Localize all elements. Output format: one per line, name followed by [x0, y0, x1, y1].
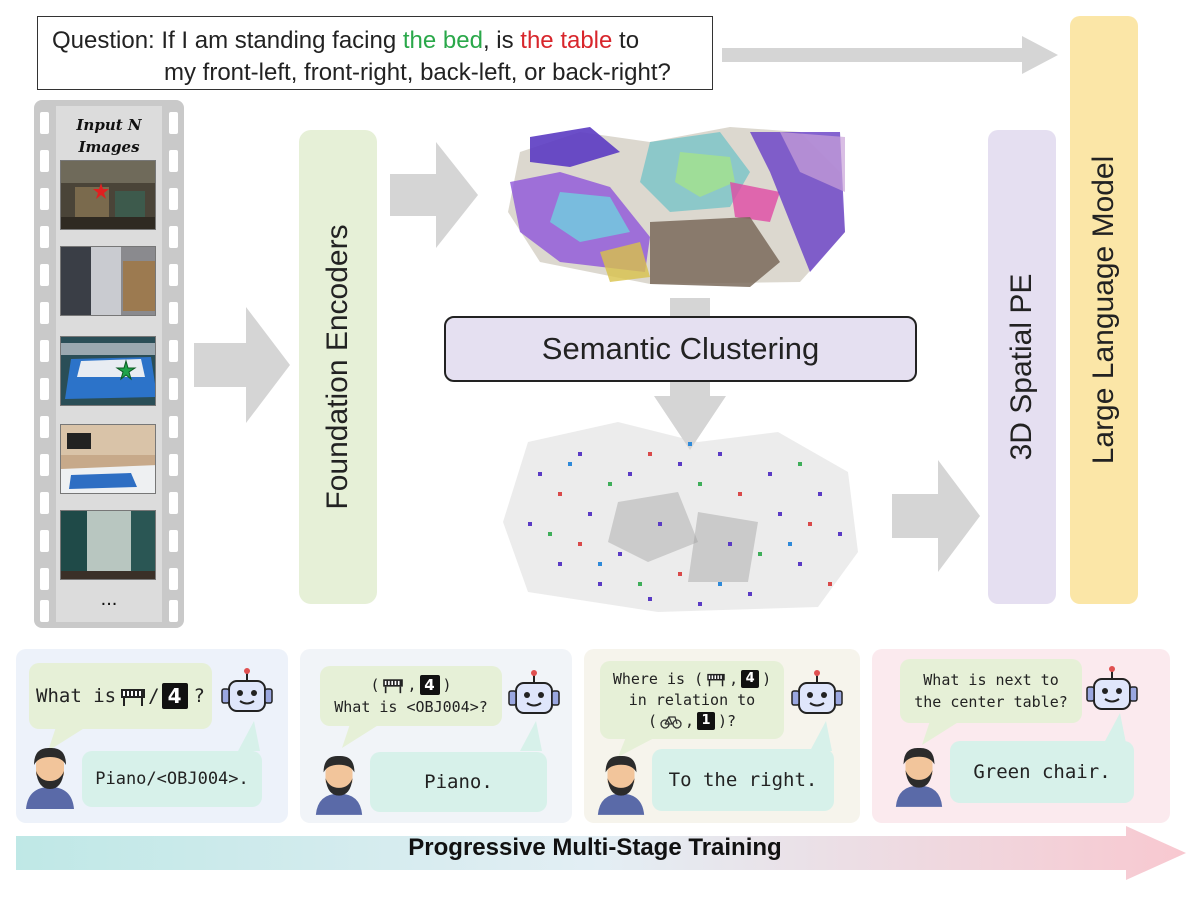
foundation-encoders-block: Foundation Encoders — [299, 130, 377, 604]
spatial-pe-block: 3D Spatial PE — [988, 130, 1056, 604]
input-image-1 — [60, 160, 156, 230]
foundation-encoders-label: Foundation Encoders — [321, 224, 354, 510]
robot-icon — [221, 668, 273, 712]
piano-icon — [707, 673, 725, 687]
training-progress-arrow — [16, 826, 1186, 880]
stage-4-panel: What is next to the center table? Green … — [872, 649, 1170, 823]
input-image-3 — [60, 336, 156, 406]
object-id-tag: 4 — [741, 670, 760, 688]
question-line-1: Question: If I am standing facing the be… — [52, 27, 639, 55]
input-image-2 — [60, 246, 156, 316]
semantic-clustering-label: Semantic Clustering — [541, 331, 820, 366]
question-table: the table — [520, 27, 613, 54]
bicycle-icon — [660, 716, 682, 729]
clustered-point-cloud — [503, 422, 858, 612]
object-id-tag: 4 — [161, 683, 188, 709]
person-icon — [315, 755, 363, 815]
stage-2-question-bubble: ( , 4 ) What is <OBJ004>? — [320, 666, 502, 726]
stage-1-answer-bubble: Piano/<OBJ004>. — [82, 751, 262, 807]
spatial-pe-label: 3D Spatial PE — [1005, 273, 1038, 461]
input-image-5 — [60, 510, 156, 580]
person-icon — [26, 747, 74, 809]
stage-2-panel: ( , 4 ) What is <OBJ004>? Piano. — [300, 649, 572, 823]
training-label: Progressive Multi-Stage Training — [408, 834, 782, 861]
stage-3-question-bubble: Where is ( , 4 ) in relation to ( , 1 )? — [600, 661, 784, 739]
stage-4-answer-bubble: Green chair. — [950, 741, 1134, 803]
object-id-tag: 4 — [419, 675, 440, 695]
question-middle: , is — [482, 27, 521, 54]
question-to-llm-arrow — [722, 36, 1058, 74]
images-to-encoders-arrow — [194, 307, 290, 423]
question-suffix: to — [612, 27, 640, 54]
clusters-to-spatialpe-arrow — [892, 460, 980, 572]
robot-icon — [1086, 666, 1138, 710]
stage-4-question-bubble: What is next to the center table? — [900, 659, 1082, 723]
question-box: Question: If I am standing facing the be… — [37, 16, 713, 90]
question-prefix: Question: If I am standing facing — [52, 27, 403, 54]
encoders-to-pointcloud-arrow — [390, 142, 478, 248]
piano-icon — [121, 689, 146, 706]
llm-label: Large Language Model — [1087, 155, 1120, 465]
robot-icon — [791, 670, 843, 714]
question-bed: the bed — [402, 27, 483, 54]
stage-3-panel: Where is ( , 4 ) in relation to ( , 1 )?… — [584, 649, 860, 823]
robot-icon — [508, 670, 560, 714]
film-ellipsis: ... — [100, 588, 118, 610]
stage-1-panel: What is / 4 ? Piano/<OBJ004>. — [16, 649, 288, 823]
question-line-2: my front-left, front-right, back-left, o… — [164, 59, 671, 86]
person-icon — [895, 747, 943, 807]
piano-icon — [383, 679, 404, 694]
semantic-clustering-block: Semantic Clustering — [444, 316, 917, 382]
feature-point-cloud — [508, 127, 845, 287]
stage-1-question-bubble: What is / 4 ? — [29, 663, 212, 729]
person-icon — [597, 755, 645, 815]
llm-block: Large Language Model — [1070, 16, 1138, 604]
input-image-4 — [60, 424, 156, 494]
stage-2-answer-bubble: Piano. — [370, 752, 547, 812]
object-id-tag: 1 — [697, 712, 715, 730]
stage-3-answer-bubble: To the right. — [652, 749, 834, 811]
